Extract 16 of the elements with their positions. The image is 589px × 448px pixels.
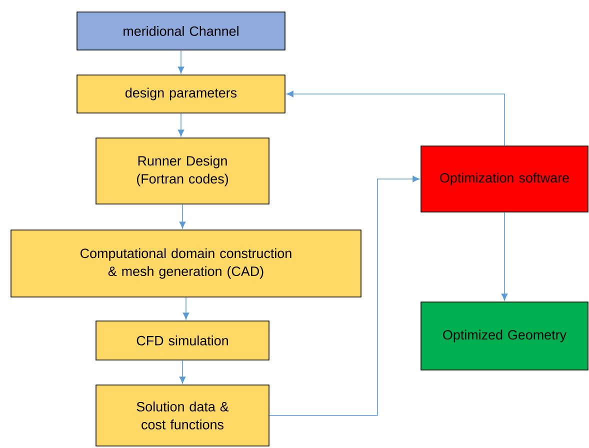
arrow xyxy=(182,297,190,320)
optimizer-box: Optimization software xyxy=(420,146,588,212)
arrow xyxy=(179,360,186,384)
output-box: Optimized Geometry xyxy=(420,302,588,370)
arrow xyxy=(178,50,184,74)
arrow xyxy=(179,204,186,229)
arrow xyxy=(286,90,505,146)
process-box: Runner Design (Fortran codes) xyxy=(96,138,270,204)
process-box: CFD simulation xyxy=(96,320,270,360)
process-box: Solution data & cost functions xyxy=(96,384,270,446)
arrow xyxy=(178,113,184,137)
arrow xyxy=(501,212,508,301)
process-box: design parameters xyxy=(76,74,286,114)
process-box: Computational domain construction & mesh generation (CAD) xyxy=(10,230,362,298)
input-box: meridional Channel xyxy=(76,12,286,50)
arrow xyxy=(269,176,420,416)
